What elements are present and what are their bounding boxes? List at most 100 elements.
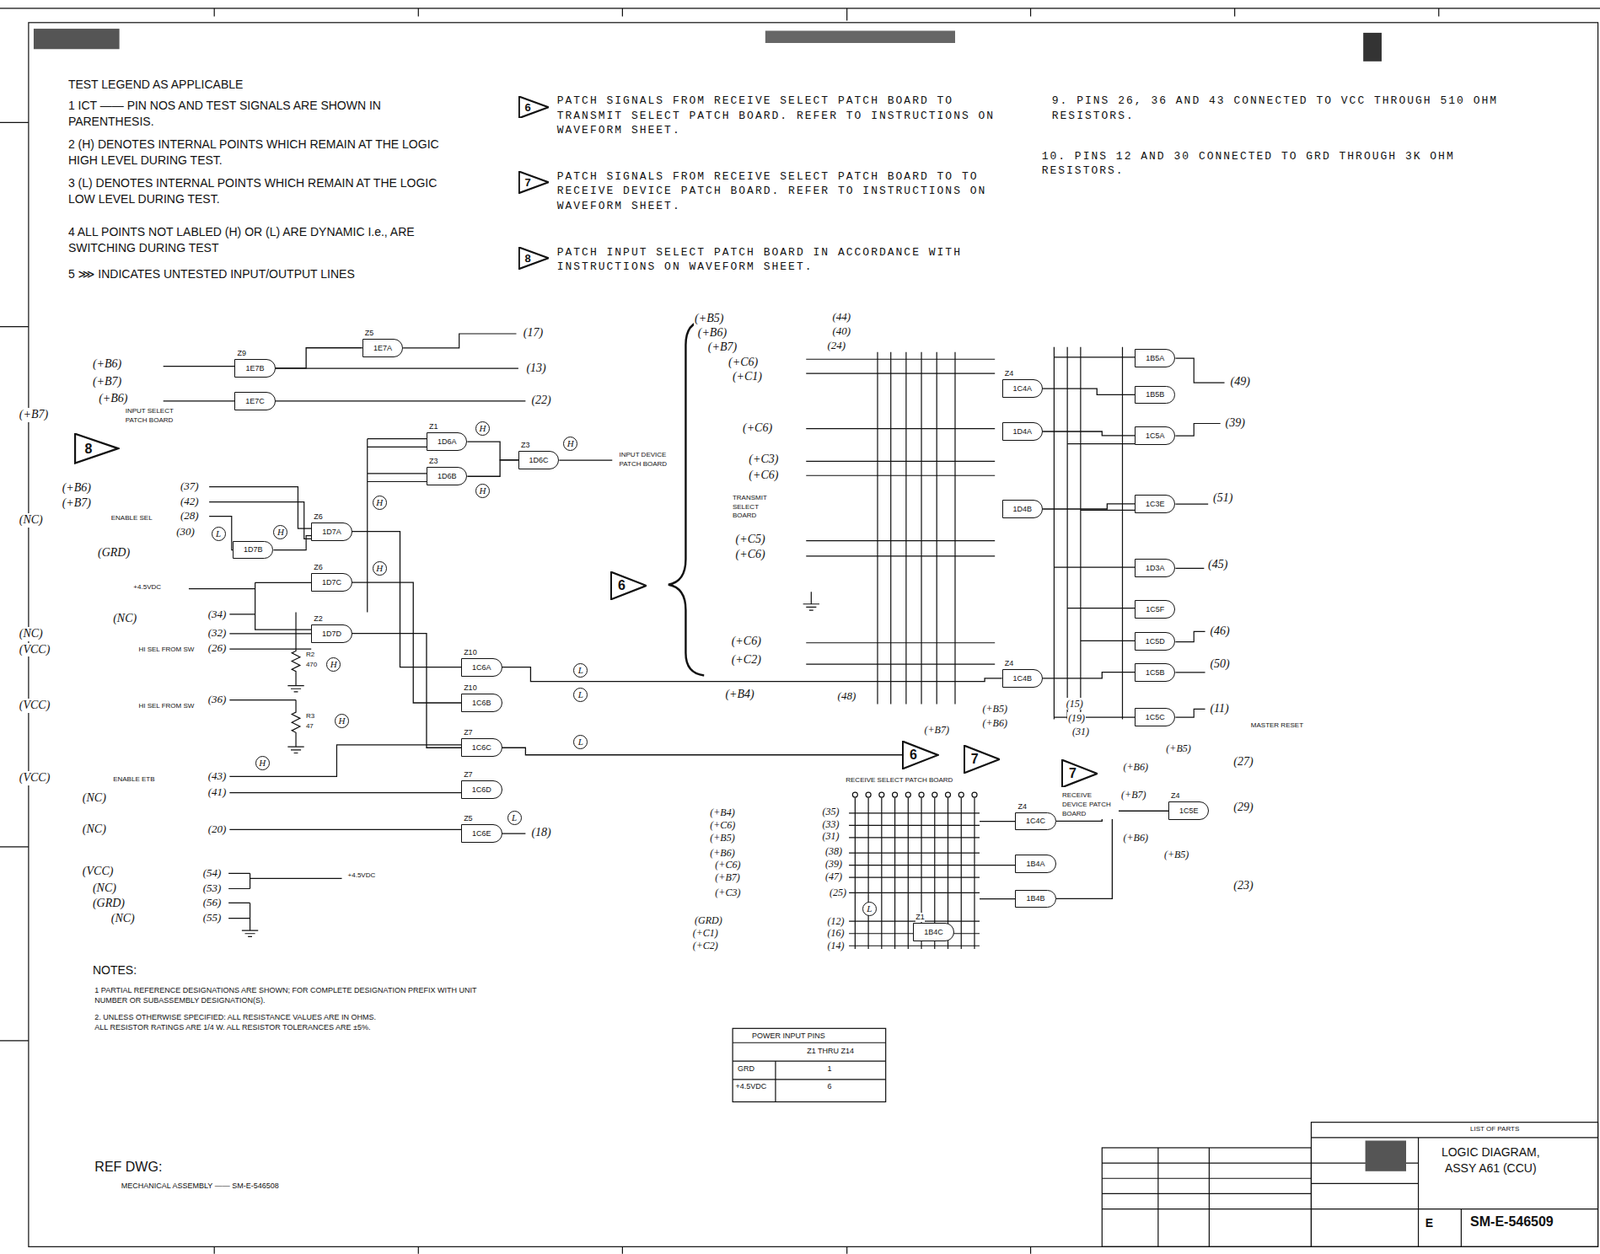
signal-label: (35) — [821, 805, 840, 818]
signal-wire — [352, 531, 462, 668]
level-marker: H — [273, 525, 288, 540]
signal-label: (30) — [175, 525, 196, 539]
level-marker: L — [862, 902, 877, 917]
flag-triangle — [902, 740, 940, 770]
logic-gate: 1C5F — [1134, 600, 1176, 619]
signal-wire — [275, 348, 363, 369]
note-text: +4.5VDC — [735, 1082, 768, 1092]
note-text: POWER INPUT PINS — [751, 1031, 827, 1042]
logic-gate: 1C6EZ5 — [461, 824, 502, 843]
signal-label: (+C6) — [730, 634, 763, 650]
signal-label: (51) — [1212, 491, 1234, 506]
note-text: 1 PARTIAL REFERENCE DESIGNATIONS ARE SHO… — [93, 985, 494, 1006]
signal-label: (+C6) — [714, 859, 741, 871]
signal-label: (19) — [1067, 712, 1086, 725]
logic-gate: 1D4A — [1002, 422, 1043, 441]
signal-label: (31) — [821, 830, 840, 843]
level-marker: H — [326, 657, 341, 672]
logic-gate: 1C4BZ4 — [1002, 669, 1043, 688]
signal-label: (16) — [826, 927, 845, 940]
note-text: PATCH SIGNALS FROM RECEIVE SELECT PATCH … — [556, 169, 1008, 215]
gate-designator: 1C6B — [472, 698, 492, 708]
signal-name: 470 — [305, 660, 318, 670]
gate-designator: 1B4C — [923, 928, 944, 937]
signal-label: (39) — [1224, 416, 1246, 431]
signal-label: (39) — [824, 858, 843, 870]
signal-label: (29) — [1232, 800, 1254, 816]
signal-name: INPUT DEVICE PATCH BOARD — [618, 451, 677, 470]
signal-name: +4.5VDC — [347, 871, 377, 881]
package-number: Z10 — [463, 648, 478, 658]
note-text: PATCH INPUT SELECT PATCH BOARD IN ACCORD… — [556, 245, 1008, 275]
note-text: MECHANICAL ASSEMBLY —— SM-E-546508 — [120, 1181, 280, 1192]
note-flag: 8 — [518, 246, 549, 270]
signal-label: (38) — [824, 845, 843, 858]
signal-label: (+B7) — [923, 724, 950, 736]
signal-wire — [467, 441, 519, 461]
signal-name: RECEIVE DEVICE PATCH BOARD — [1061, 791, 1120, 819]
signal-label: (32) — [207, 626, 228, 640]
logic-gate: 1C6AZ10 — [461, 658, 502, 677]
note-text: GRD — [736, 1064, 756, 1074]
logic-gate: 1D6AZ1 — [426, 432, 468, 452]
package-number: Z5 — [463, 814, 473, 824]
signal-label: (+C1) — [731, 370, 763, 385]
signal-label: (50) — [1208, 657, 1230, 672]
signal-label: (+B7) — [714, 871, 741, 884]
signal-label: (NC) — [81, 791, 108, 806]
level-marker: H — [255, 756, 270, 771]
gate-designator: 1D4B — [1013, 504, 1033, 514]
level-marker: L — [573, 687, 588, 703]
signal-label: (+B7) — [91, 375, 123, 390]
gate-designator: 1B5A — [1145, 354, 1165, 363]
level-marker: L — [573, 735, 588, 750]
gate-designator: 1C6C — [472, 743, 492, 752]
signal-wire — [1042, 431, 1135, 436]
signal-label: (28) — [179, 509, 200, 523]
signal-label: (14) — [826, 939, 845, 952]
signal-label: (VCC) — [18, 643, 52, 658]
signal-label: (47) — [824, 870, 843, 883]
gate-designator: 1C4C — [1025, 816, 1046, 826]
note-text: LIST OF PARTS — [1469, 1125, 1520, 1134]
logic-gate: 1E7C — [234, 391, 275, 411]
signal-label: (+C6) — [727, 355, 759, 371]
gate-designator: 1C3E — [1145, 499, 1166, 509]
package-number: Z1 — [429, 422, 439, 432]
note-text: 4 ALL POINTS NOT LABLED (H) OR (L) ARE D… — [67, 224, 478, 257]
package-number: Z4 — [1004, 369, 1015, 379]
signal-label: (+B6) — [981, 717, 1008, 730]
note-text: NOTES: — [91, 963, 138, 978]
flag-triangle — [963, 745, 1001, 774]
signal-label: (VCC) — [81, 864, 115, 880]
note-text: 3 (L) DENOTES INTERNAL POINTS WHICH REMA… — [67, 175, 457, 208]
note-text: 6 — [826, 1082, 833, 1092]
note-number: 6 — [518, 96, 538, 119]
logic-gate: 1B5B — [1134, 386, 1176, 405]
note-number: 8 — [518, 246, 538, 270]
package-number: Z6 — [313, 512, 323, 522]
signal-label: (20) — [207, 822, 228, 837]
signal-label: (GRD) — [96, 546, 131, 561]
note-text: 5 ⋙ INDICATES UNTESTED INPUT/OUTPUT LINE… — [67, 267, 356, 282]
signal-label: (45) — [1207, 558, 1229, 573]
package-number: Z4 — [1017, 802, 1027, 812]
signal-label: (+C6) — [708, 819, 736, 832]
gate-designator: 1B4B — [1026, 894, 1046, 903]
logic-gate: 1C6DZ7 — [461, 780, 502, 800]
gate-designator: 1D4A — [1013, 427, 1033, 436]
signal-name: ENABLE ETB — [112, 775, 156, 784]
signal-label: (+C5) — [735, 532, 767, 548]
package-number: Z2 — [313, 614, 323, 624]
level-marker: L — [573, 663, 588, 678]
signal-label: (VCC) — [18, 698, 52, 714]
note-text: 10. PINS 12 AND 30 CONNECTED TO GRD THRO… — [1041, 149, 1472, 179]
signal-label: (24) — [826, 338, 847, 353]
logic-gate: 1D7B — [232, 541, 274, 560]
note-flag: 6 — [610, 571, 648, 601]
signal-name: MASTER RESET — [1250, 721, 1305, 731]
signal-label: (43) — [207, 769, 228, 784]
package-number: Z4 — [1004, 659, 1015, 669]
level-marker: H — [475, 421, 490, 436]
drawing-number: E — [1424, 1216, 1434, 1231]
